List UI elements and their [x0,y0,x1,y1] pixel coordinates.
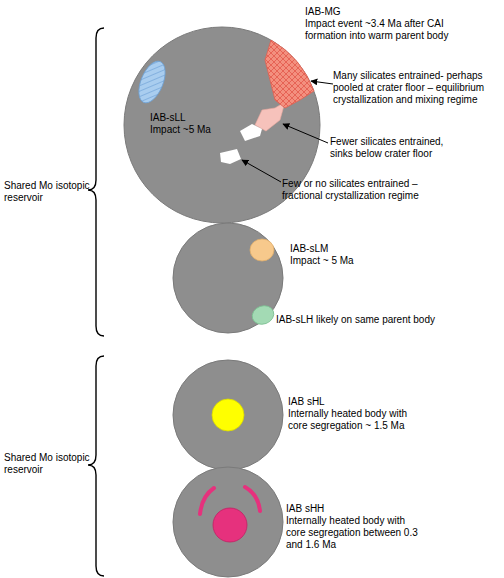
region-fill [250,239,274,261]
brace [88,356,104,576]
leader-arrow [242,160,281,182]
metal-pocket [245,487,260,511]
region-fill [213,508,247,542]
region-note: Impact ~5 Ma [150,124,240,136]
region-name: IAB-sLL [150,112,240,124]
parent-body [173,467,283,577]
brace [88,28,104,336]
callout-note: Fewer silicates entrained, sinks below c… [330,136,465,160]
region-note: Impact event ~3.4 Ma after CAI formation… [305,18,470,42]
region-fill [134,57,171,106]
region-fill [265,40,314,108]
region-name: IAB-sLM [290,243,410,255]
parent-body [173,223,283,333]
region-note: Impact ~ 5 Ma [290,255,410,267]
metal-core: IAB sHHInternally heated body with core … [213,508,247,542]
region-name: IAB sHH [286,503,476,515]
region-outline [212,399,244,431]
region-outline [251,305,275,325]
group-label: Shared Mo isotopic reservoir [4,180,92,204]
impact-region: IAB-sLMImpact ~ 5 Ma [249,238,275,262]
leader-arrow [283,124,328,143]
callout-note: Many silicates entrained- perhaps pooled… [333,70,501,106]
region-outline [249,238,275,262]
region-fill [250,303,277,327]
region-name: IAB sHL [288,396,478,408]
melt-pool [240,124,262,141]
impact-region: IAB-sLH likely on same parent body [251,305,275,325]
region-note: Internally heated body with core segrega… [288,408,428,432]
metal-core: IAB sHLInternally heated body with core … [212,399,244,431]
melt-pool [255,102,285,131]
region-name: IAB-sLH likely on same parent body [276,314,496,326]
region-outline [213,508,247,542]
metal-pocket [200,488,214,514]
region-fill [212,399,244,431]
parent-body [173,360,283,470]
group-label: Shared Mo isotopic reservoir [4,452,92,476]
region-note: Internally heated body with core segrega… [286,515,426,551]
callout-note: Few or no silicates entrained – fraction… [282,178,442,202]
leader-arrow [311,81,333,84]
impact-region: IAB-sLLImpact ~5 Ma [138,58,166,106]
region-name: IAB-MG [305,6,495,18]
melt-pool [220,149,241,164]
impact-region: IAB-MGImpact event ~3.4 Ma after CAI for… [262,38,318,110]
region-outline [262,38,318,110]
region-outline [138,58,166,106]
